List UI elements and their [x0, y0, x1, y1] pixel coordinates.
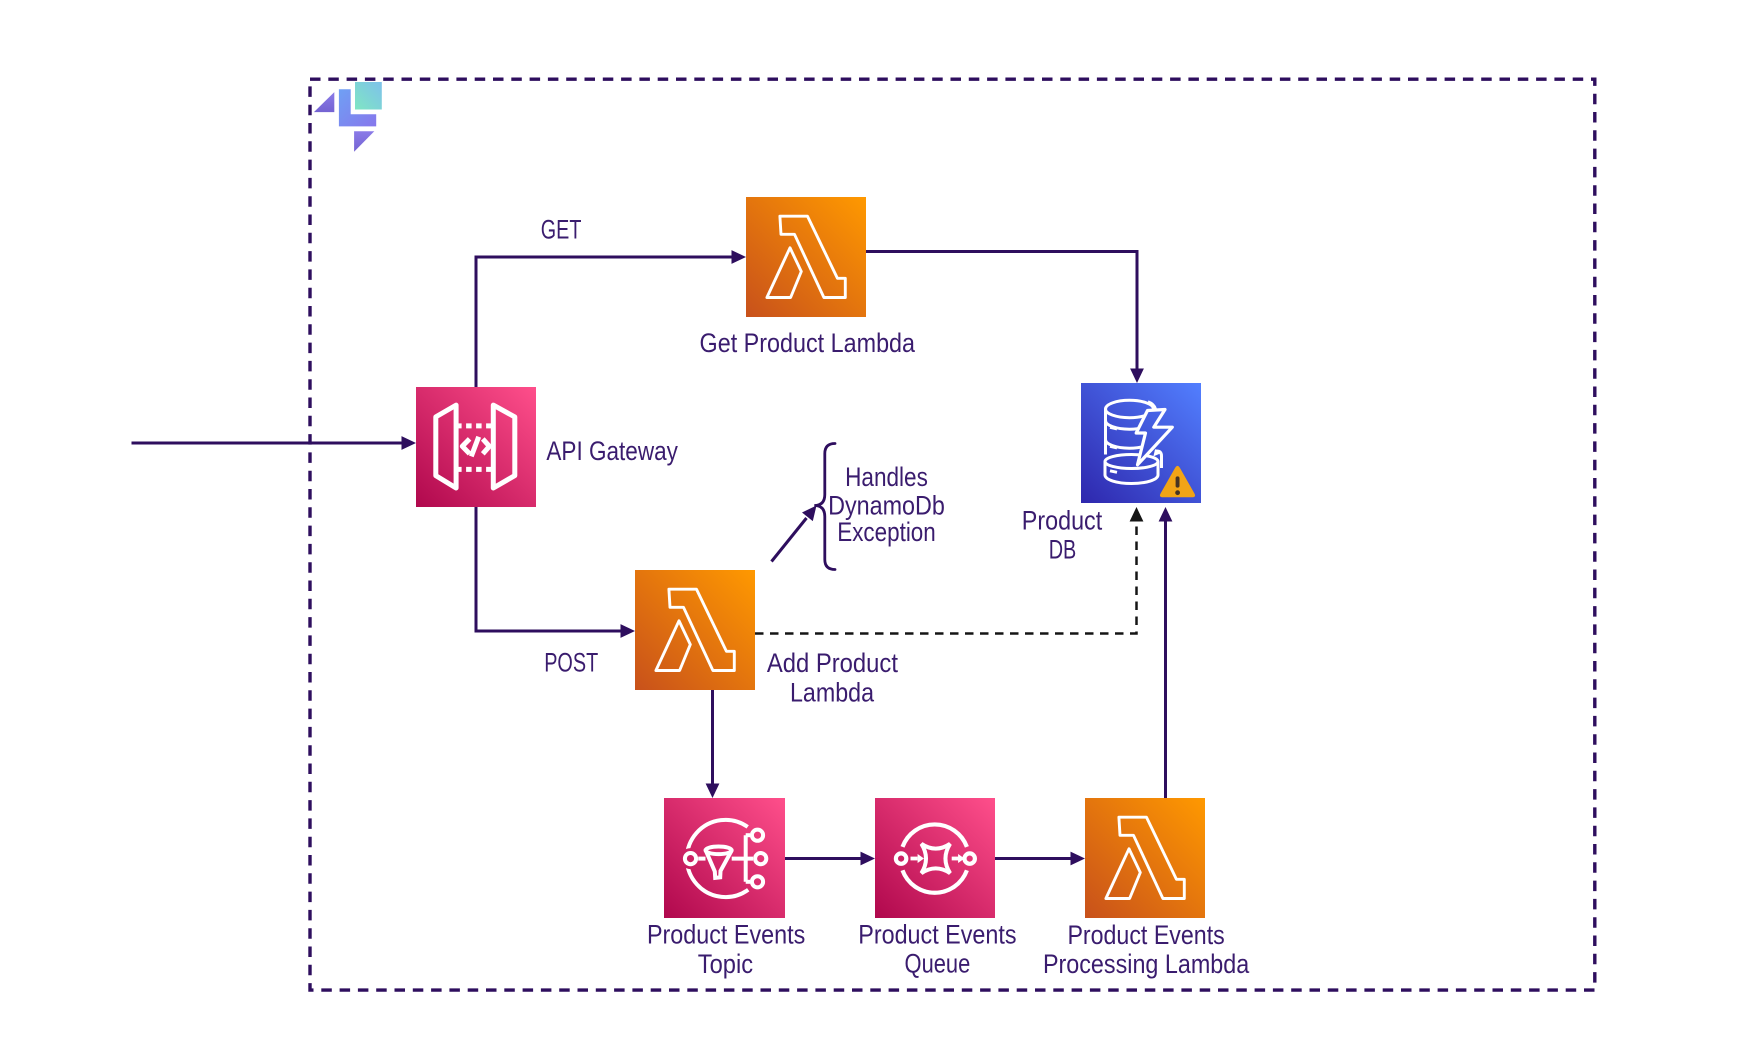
svg-text:GET: GET	[541, 215, 582, 245]
svg-text:Product: Product	[1022, 506, 1103, 536]
svg-text:Queue: Queue	[905, 949, 971, 979]
svg-text:Add Product: Add Product	[767, 648, 899, 678]
svg-text:DB: DB	[1049, 534, 1077, 564]
svg-text:API Gateway: API Gateway	[546, 436, 678, 466]
svg-text:Handles: Handles	[845, 462, 928, 492]
svg-text:Product Events: Product Events	[647, 920, 805, 950]
svg-text:DynamoDb: DynamoDb	[828, 491, 945, 521]
svg-text:Processing Lambda: Processing Lambda	[1043, 949, 1250, 979]
svg-text:Product Events: Product Events	[858, 920, 1016, 950]
svg-text:Get Product Lambda: Get Product Lambda	[700, 328, 916, 358]
svg-text:POST: POST	[544, 648, 598, 678]
svg-text:Lambda: Lambda	[790, 677, 875, 707]
svg-text:Product Events: Product Events	[1067, 920, 1224, 950]
svg-text:Topic: Topic	[698, 949, 753, 979]
svg-text:Exception: Exception	[837, 517, 936, 547]
